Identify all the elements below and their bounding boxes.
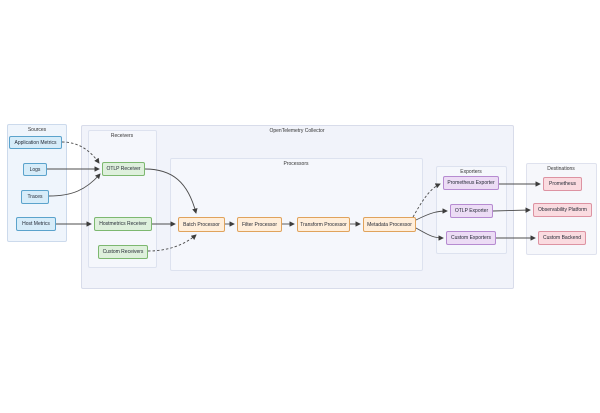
node-traces: Traces xyxy=(21,190,49,204)
group-receivers-label: Receivers xyxy=(110,133,134,139)
group-sources-label: Sources xyxy=(27,127,47,133)
node-host-metrics: Host Metrics xyxy=(16,217,56,231)
node-prometheus: Prometheus xyxy=(543,177,582,191)
node-application-metrics: Application Metrics xyxy=(9,136,62,149)
node-transform-processor: Transform Processor xyxy=(297,217,350,232)
node-batch-processor: Batch Processor xyxy=(178,217,225,232)
node-logs: Logs xyxy=(23,163,47,176)
node-custom-exporters: Custom Exporters xyxy=(446,231,496,245)
group-exporters-label: Exporters xyxy=(460,169,482,175)
group-processors-label: Processors xyxy=(283,161,309,167)
collector-title: OpenTelemetry Collector xyxy=(269,128,325,134)
node-filter-processor: Filter Processor xyxy=(237,217,282,232)
node-custom-receivers: Custom Receivers xyxy=(98,245,148,259)
node-prometheus-exporter: Prometheus Exporter xyxy=(443,176,499,190)
node-otlp-receiver: OTLP Receiver xyxy=(102,162,145,176)
node-observability-platform: Observability Platform xyxy=(533,203,592,217)
node-hostmetrics-receiver: Hostmetrics Receiver xyxy=(94,217,152,231)
group-destinations-label: Destinations xyxy=(547,166,575,172)
node-otlp-exporter: OTLP Exporter xyxy=(450,204,493,218)
node-metadata-processor: Metadata Processor xyxy=(363,217,416,232)
node-custom-backend: Custom Backend xyxy=(538,231,586,245)
group-processors xyxy=(170,158,423,271)
